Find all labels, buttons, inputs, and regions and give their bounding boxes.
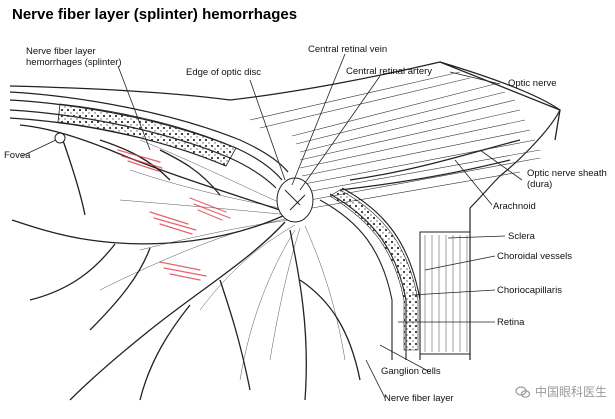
outer-sclera-surface: [9, 61, 561, 141]
sclera-block: [419, 231, 471, 355]
lower-choroid-band: [329, 189, 419, 351]
label-sheath-line2: (dura): [527, 179, 553, 190]
label-splinter-line1: Nerve fiber layer: [26, 46, 96, 57]
label-fovea: Fovea: [4, 150, 31, 161]
label-nerve-fiber-layer: Nerve fiber layer: [384, 393, 454, 404]
watermark-text: 中国眼科医生: [534, 385, 607, 399]
label-ganglion-cells: Ganglion cells: [381, 366, 441, 377]
label-choriocapillaris: Choriocapillaris: [497, 285, 562, 296]
label-retina: Retina: [497, 317, 525, 328]
watermark: 中国眼科医生: [515, 383, 607, 400]
label-arachnoid: Arachnoid: [493, 201, 536, 212]
label-optic-nerve: Optic nerve: [508, 78, 557, 89]
label-optic-nerve-sheath: Optic nerve sheath (dura): [527, 168, 607, 190]
optic-nerve-fibers: [249, 71, 541, 209]
label-splinter-hemorrhages: Nerve fiber layer hemorrhages (splinter): [26, 46, 122, 68]
upper-choroid-band: [57, 103, 237, 167]
label-central-retinal-vein: Central retinal vein: [308, 44, 388, 55]
wechat-logo-icon: [515, 385, 531, 398]
leader-lines: [21, 53, 523, 399]
radiating-nerve-fibers: [99, 139, 346, 381]
label-splinter-line2: hemorrhages (splinter): [26, 57, 122, 68]
label-choroidal-vessels: Choroidal vessels: [497, 251, 572, 262]
disc-vessels: [284, 189, 306, 211]
splinter-hemorrhages: [117, 149, 231, 281]
label-sheath-line1: Optic nerve sheath: [527, 168, 607, 179]
label-sclera: Sclera: [508, 231, 535, 242]
diagram-title: Nerve fiber layer (splinter) hemorrhages: [12, 6, 298, 23]
retinal-vessels: [11, 124, 361, 401]
label-central-retinal-artery: Central retinal artery: [346, 66, 433, 77]
fovea-pit: [54, 132, 66, 144]
label-optic-disc-edge: Edge of optic disc: [186, 67, 261, 78]
